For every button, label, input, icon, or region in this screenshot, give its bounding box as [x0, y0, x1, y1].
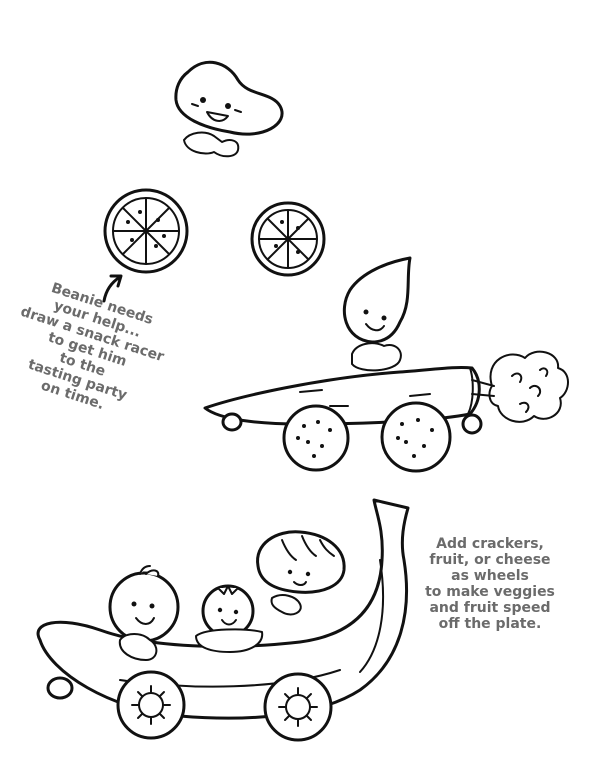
cracker-wheel-rear: [282, 404, 350, 472]
banana-body: [36, 498, 410, 720]
arrow-icon: [102, 274, 123, 303]
orange-character: [108, 565, 180, 661]
carrot-racer: [203, 256, 569, 473]
instruction-caption-right: Add crackers, fruit, or cheese as wheels…: [425, 536, 555, 632]
banana-racer: [36, 498, 410, 742]
orange-slice-right: [250, 201, 326, 277]
beanie-arms: [183, 131, 240, 158]
drop-character-driver: [342, 256, 412, 372]
beanie-body: [174, 60, 284, 136]
bread-character: [256, 530, 346, 616]
kiwi-wheel-front: [263, 672, 333, 742]
kiwi-wheel-rear: [116, 670, 186, 740]
strawberry-character: [195, 584, 264, 653]
cracker-wheel-front: [380, 401, 452, 473]
banana-tail: [46, 676, 74, 700]
beanie-character: [174, 60, 284, 158]
carrot-greens: [488, 350, 569, 423]
orange-slice-left: [103, 188, 189, 274]
